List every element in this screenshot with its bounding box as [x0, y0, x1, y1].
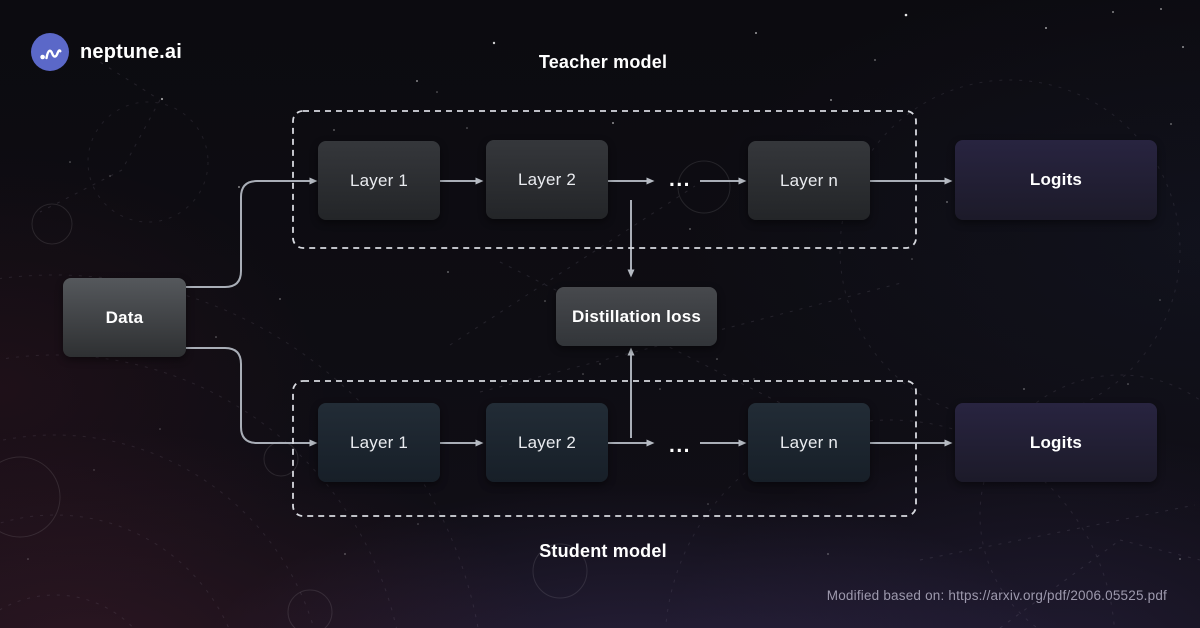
teacher-model-title: Teacher model — [538, 52, 668, 72]
teacher-layer-2-node: Layer 2 — [486, 140, 608, 219]
teacher-logits-node: Logits — [955, 140, 1157, 220]
star-field — [27, 8, 1184, 560]
student-layer-2-node: Layer 2 — [486, 403, 608, 482]
brand-name: neptune.ai — [80, 40, 183, 63]
student-layer-1-node: Layer 1 — [318, 403, 440, 482]
student-model-boundary — [292, 380, 917, 517]
arrow-data-to-student — [186, 347, 318, 447]
teacher-layer-n-node: Layer n — [748, 141, 870, 220]
student-layer-n-node: Layer n — [748, 403, 870, 482]
student-ellipsis: ... — [668, 434, 691, 457]
arrow-data-to-teacher — [186, 177, 318, 288]
student-model-title: Student model — [539, 541, 667, 561]
neptune-wave-icon — [31, 33, 69, 71]
brand-logo: neptune.ai — [31, 33, 182, 71]
teacher-layer-1-node: Layer 1 — [318, 141, 440, 220]
teacher-ellipsis: ... — [668, 168, 691, 191]
distillation-loss-node: Distillation loss — [556, 287, 717, 346]
dashed-rings — [0, 79, 1200, 628]
student-logits-node: Logits — [955, 403, 1157, 482]
data-node: Data — [63, 278, 186, 357]
teacher-model-boundary — [292, 110, 917, 249]
constellation-lines — [39, 56, 1200, 628]
attribution-text: Modified based on: https://arxiv.org/pdf… — [826, 588, 1167, 603]
